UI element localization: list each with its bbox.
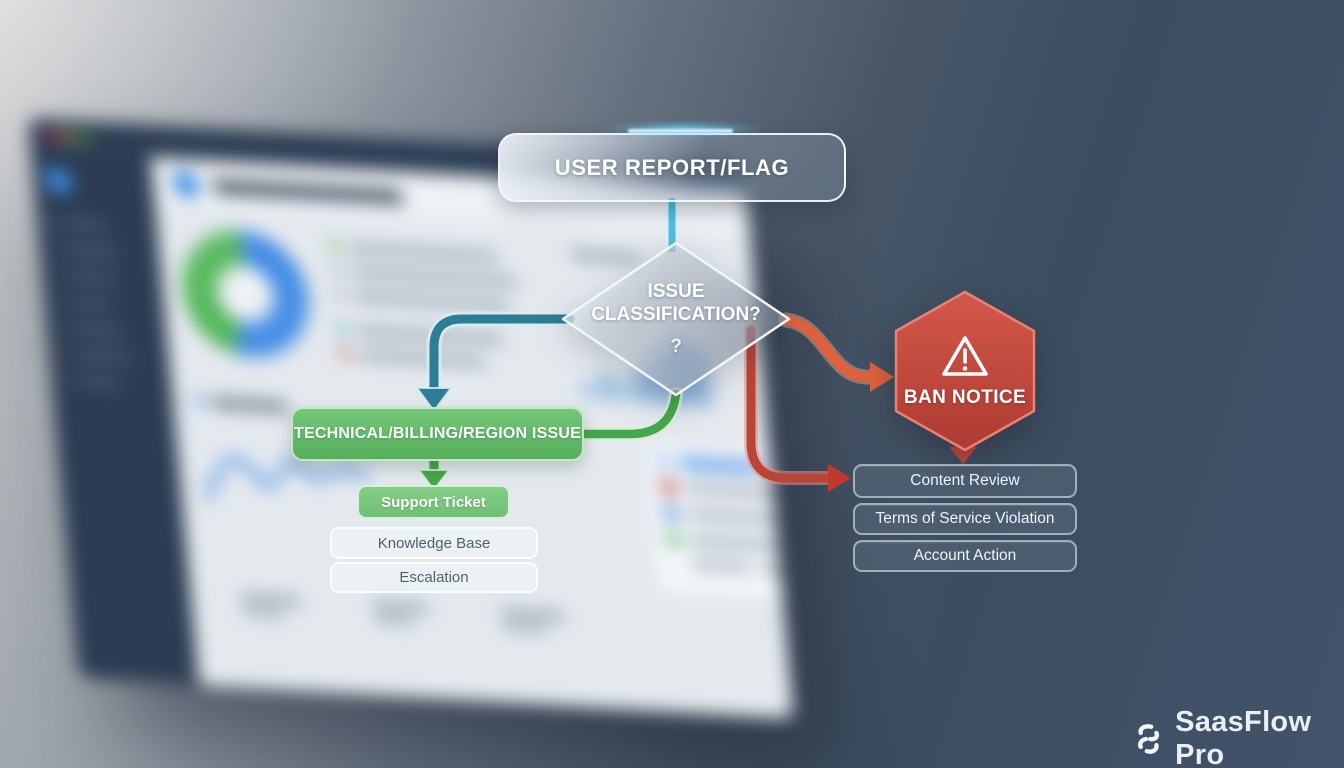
saasflow-pinwheel-icon xyxy=(1138,724,1160,754)
node-escalation: Escalation xyxy=(330,562,538,593)
hexagon-shape xyxy=(894,290,1036,452)
node-terms-of-service-violation: Terms of Service Violation xyxy=(853,503,1077,535)
connector-classification-to-technical-green xyxy=(577,387,683,441)
diamond-shape xyxy=(561,241,791,397)
node-content-review: Content Review xyxy=(853,464,1077,498)
node-user-report: USER REPORT/FLAG xyxy=(498,133,846,202)
node-technical-billing-region: TECHNICAL/BILLING/REGION ISSUE xyxy=(291,407,584,461)
classification-hint: ? xyxy=(670,336,682,358)
node-ban-notice: BAN NOTICE xyxy=(893,290,1037,452)
warning-triangle-icon xyxy=(942,336,988,376)
node-account-action: Account Action xyxy=(853,540,1077,572)
arrow-technical-to-support xyxy=(417,461,451,492)
classification-label: ISSUE CLASSIFICATION? ? xyxy=(591,280,761,358)
arrow-classification-to-technical xyxy=(415,311,578,413)
line-chart xyxy=(203,456,371,501)
node-knowledge-base: Knowledge Base xyxy=(330,527,538,559)
dashboard-content xyxy=(150,157,794,720)
arrow-classification-to-ban xyxy=(778,312,894,392)
node-support-ticket: Support Ticket xyxy=(357,485,510,519)
arrow-classification-to-content-review xyxy=(744,323,851,492)
cyan-glow-core xyxy=(628,129,733,133)
ban-notice-label: BAN NOTICE xyxy=(903,387,1027,408)
brand-name: SaasFlow Pro xyxy=(1175,706,1312,768)
blurred-dashboard-window xyxy=(28,118,794,720)
brand-logo: SaasFlow Pro xyxy=(1132,706,1344,768)
node-issue-classification: ISSUE CLASSIFICATION? ? xyxy=(560,241,792,397)
